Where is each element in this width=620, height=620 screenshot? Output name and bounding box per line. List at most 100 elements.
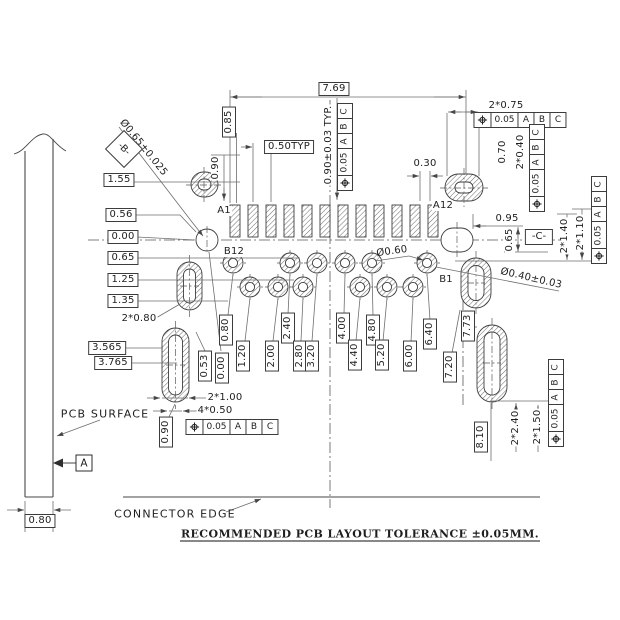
datum-a-letter: A xyxy=(80,457,88,469)
fcf-datum-3: C xyxy=(550,363,561,371)
smt-pad xyxy=(301,204,313,238)
drill-hole xyxy=(421,257,433,269)
dim-top-right-count: 2*0.75 xyxy=(487,100,525,111)
dim-left-000: 0.00 xyxy=(107,230,139,244)
dim-right-2x240: 2*2.40 xyxy=(510,409,521,447)
fcf-datum-1: A xyxy=(549,389,563,404)
dim-overall-width: 7.69 xyxy=(318,82,350,96)
dim-x-000: 0.00 xyxy=(215,352,229,384)
dim-right-2x140: 2*1.40 xyxy=(559,217,570,255)
dim-top-right-070: 0.70 xyxy=(497,139,508,165)
fcf-bottom-right-vertical: C B A 0.05 xyxy=(548,359,564,447)
fcf-datum-1: A xyxy=(229,420,246,434)
fcf-tolerance: 0.05 xyxy=(530,169,544,196)
dim-x-080: 0.80 xyxy=(219,314,233,346)
dim-a-row-offset: 0.85 xyxy=(222,106,236,138)
dim-x-720: 7.20 xyxy=(443,351,457,383)
dim-x-520: 5.20 xyxy=(375,339,389,371)
dim-right-095: 0.95 xyxy=(494,213,520,224)
dim-slot-big-len: 2*1.00 xyxy=(206,392,244,403)
fcf-datum-1: A xyxy=(338,133,352,148)
drill-hole xyxy=(311,257,323,269)
dim-x-600: 6.00 xyxy=(403,340,417,372)
fcf-datum-2: B xyxy=(245,420,262,434)
datum-a-box: A xyxy=(75,454,93,472)
dim-slot-width-top: 0.30 xyxy=(412,158,438,169)
fcf-datum-2: B xyxy=(549,374,563,389)
fcf-datum-2: B xyxy=(530,139,544,154)
dim-x-120: 1.20 xyxy=(236,340,250,372)
drill-hole xyxy=(272,281,284,293)
smt-pad xyxy=(391,204,403,238)
label-connector-edge: CONNECTOR EDGE xyxy=(114,507,236,521)
dim-a-row-drop: 0.90 xyxy=(210,155,221,181)
dim-pad-pitch: 0.50TYP xyxy=(264,140,314,154)
dim-left-135: 1.35 xyxy=(107,294,139,308)
smt-pad xyxy=(319,204,331,238)
fcf-bottom-center: 0.05 A B C xyxy=(185,419,279,435)
drill-hole xyxy=(297,281,309,293)
drill-hole xyxy=(381,281,393,293)
dim-pad-length: 0.90±0.03 TYP. xyxy=(323,104,334,186)
fcf-top-right: 0.05 A B C xyxy=(473,112,567,128)
fcf-tolerance: 0.05 xyxy=(338,148,352,175)
dim-top-right-2x040: 2*0.40 xyxy=(515,133,526,171)
dim-right-2x150: 2*1.50 xyxy=(532,408,543,446)
datum-c-box: -C- xyxy=(524,229,554,245)
fcf-datum-3: C xyxy=(593,180,604,188)
smt-pad xyxy=(283,204,295,238)
dim-x-200: 2.00 xyxy=(265,340,279,372)
fcf-datum-3: C xyxy=(549,113,566,127)
dim-x-773: 7.73 xyxy=(461,310,475,342)
smt-pad xyxy=(229,204,241,238)
position-tolerance-icon xyxy=(338,175,352,190)
smt-pad-row xyxy=(229,204,439,238)
fcf-datum-3: C xyxy=(261,420,278,434)
label-pin-b1: B1 xyxy=(438,274,454,285)
dim-left-3765: 3.765 xyxy=(94,356,132,370)
drill-hole xyxy=(244,281,256,293)
fcf-datum-2: B xyxy=(338,118,352,133)
dim-x-640: 6.40 xyxy=(423,318,437,350)
fcf-top-right-vertical: C B A 0.05 xyxy=(529,124,545,212)
label-pcb-surface: PCB SURFACE xyxy=(60,407,150,421)
dim-bottom-090: 0.90 xyxy=(159,416,173,448)
label-pin-b12: B12 xyxy=(222,246,246,257)
smt-pad xyxy=(337,204,349,238)
drill-hole xyxy=(227,257,239,269)
dim-slot-small: 2*0.80 xyxy=(120,313,158,324)
dim-x-240: 2.40 xyxy=(281,312,295,344)
datum-b-letter: -B- xyxy=(115,140,133,158)
fcf-datum-1: A xyxy=(592,206,606,221)
dim-right-2x110: 2*1.10 xyxy=(575,214,586,252)
fcf-tolerance: 0.05 xyxy=(490,113,517,127)
position-tolerance-icon xyxy=(549,431,563,446)
dim-right-065: 0.65 xyxy=(504,227,515,253)
fcf-datum-3: C xyxy=(339,107,350,115)
dim-left-065: 0.65 xyxy=(107,251,139,265)
fcf-datum-1: A xyxy=(517,113,534,127)
pcb-surface-leader xyxy=(56,419,101,437)
through-hole-pads xyxy=(220,250,440,300)
fcf-right-vertical: C B A 0.05 xyxy=(591,176,607,264)
fcf-datum-2: B xyxy=(533,113,550,127)
drill-hole xyxy=(407,281,419,293)
drill-hole xyxy=(339,257,351,269)
fcf-datum-2: B xyxy=(592,191,606,206)
drawing-note: RECOMMENDED PCB LAYOUT TOLERANCE ±0.05MM… xyxy=(179,527,541,542)
drill-hole xyxy=(366,257,378,269)
dim-left-155: 1.55 xyxy=(103,173,135,187)
label-pin-a12: A12 xyxy=(431,200,455,211)
smt-pad xyxy=(247,204,259,238)
datum-a-leader xyxy=(53,458,76,468)
label-pin-a1: A1 xyxy=(216,205,232,216)
dim-x-053: 0.53 xyxy=(198,350,212,382)
drill-hole xyxy=(284,257,296,269)
dim-x-440: 4.40 xyxy=(348,339,362,371)
drill-hole xyxy=(354,281,366,293)
fcf-tolerance: 0.05 xyxy=(202,420,229,434)
dim-left-125: 1.25 xyxy=(107,273,139,287)
fcf-center-vertical: C B A 0.05 xyxy=(337,103,353,191)
slot-axes xyxy=(166,167,501,409)
